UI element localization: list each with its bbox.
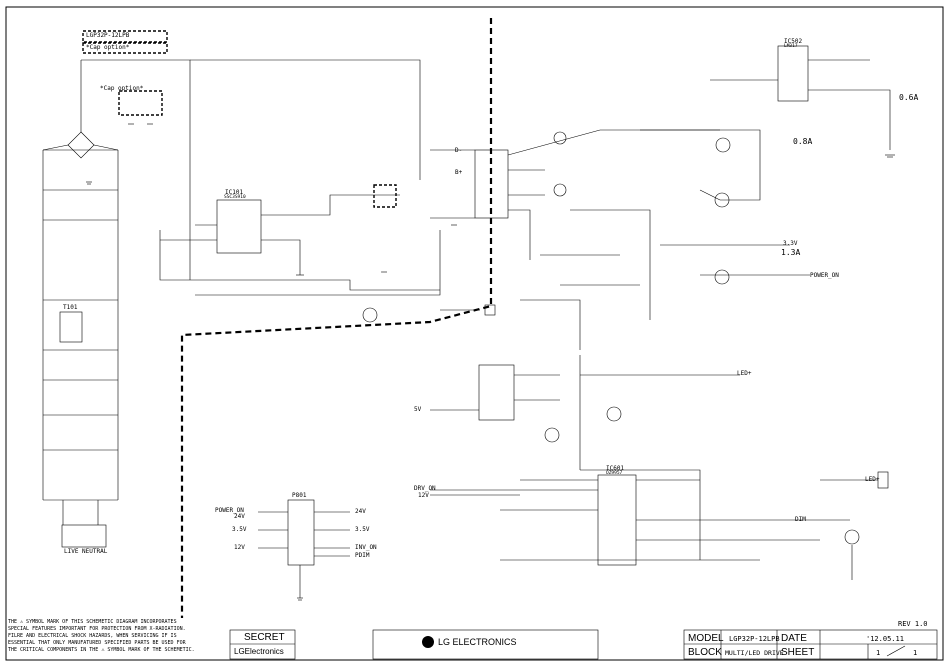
model-label: MODEL	[688, 633, 724, 644]
b-plus-net-label: B+	[455, 169, 463, 176]
model-value: LGP32P-12LPB	[729, 635, 780, 643]
vcc-drv-net-label: 12V	[418, 492, 429, 499]
conn-left-24v: 24V	[234, 513, 245, 520]
ic502-part-label: LM317	[784, 44, 798, 49]
date-value: '12.05.11	[866, 635, 904, 643]
rev-label: REV 1.0	[898, 620, 928, 628]
ic101-part-label: SSC3S910	[224, 195, 246, 200]
led-plus-2-net-label: LED+	[865, 476, 880, 483]
conn-right-24v: 24V	[355, 508, 366, 515]
led-plus-net-label: LED+	[737, 370, 752, 377]
warning-line: FILRE AND ELECTRICAL SHOCK HAZARDS, WHEN…	[8, 633, 177, 639]
cap-option-label: *Cap option*	[100, 85, 144, 92]
ic101-label: IC101	[225, 189, 244, 196]
current-label-13a: 1.3A	[781, 248, 801, 257]
block-label: BLOCK	[688, 647, 722, 658]
lg-electronics-small: LGElectronics	[234, 647, 284, 656]
connector-title: P801	[292, 492, 307, 499]
warning-line: SPECIAL FEATURES IMPORTANT FOR PROTECTIO…	[8, 626, 186, 632]
conn-left-35v: 3.5V	[232, 526, 247, 533]
warning-line: THE CRITICAL COMPONENTS IN THE ⚠ SYMBOL …	[8, 647, 195, 653]
lg-electronics-logo-text: LG ELECTRONICS	[438, 637, 517, 647]
conn-right-inv-on: INV_ON	[355, 544, 377, 551]
secret-label: SECRET	[244, 632, 285, 643]
warning-line: ESSENTIAL THAT ONLY MANUFATURED SPECIFIE…	[8, 640, 186, 646]
safety-warning-note: THE ⚠ SYMBOL MARK OF THIS SCHEMETIC DIAG…	[8, 619, 195, 654]
live-neutral-label: LIVE NEUTRAL	[64, 548, 108, 555]
conn-right-35v: 3.5V	[355, 526, 370, 533]
current-label-06a: 0.6A	[899, 93, 919, 102]
led-ic-part-label: OZ9957	[606, 471, 623, 476]
conn-left-12v: 12V	[234, 544, 245, 551]
conn-left-power-on: POWER_ON	[215, 507, 244, 514]
sheet-value-2: 1	[913, 649, 918, 657]
block-value: MULTI/LED DRIVE	[725, 649, 784, 657]
dim-net-label: DIM	[795, 516, 806, 523]
conn-right-pdim: PDIM	[355, 552, 370, 559]
sheet-label: SHEET	[781, 647, 815, 658]
ic502-label: IC502	[784, 38, 803, 45]
sheet-value-1: 1	[876, 649, 881, 657]
current-label-08a: 0.8A	[793, 137, 813, 146]
power-on-net-label: POWER_ON	[810, 272, 839, 279]
lg-logo	[422, 636, 434, 648]
date-label: DATE	[781, 633, 807, 644]
option-box-1-label: LGP32P-12LPB	[86, 32, 130, 39]
v33-label: 3.3V	[783, 240, 798, 247]
transformer-label: T101	[63, 304, 78, 311]
option-box-2-label: *Cap option*	[86, 44, 130, 51]
five-volt-net-label: 5V	[414, 406, 422, 413]
warning-line: THE ⚠ SYMBOL MARK OF THIS SCHEMETIC DIAG…	[8, 619, 177, 625]
drv-on-net-label: DRV_ON	[414, 485, 436, 492]
led-ic-label: IC601	[606, 465, 625, 472]
d-minus-net-label: D-	[455, 147, 463, 154]
